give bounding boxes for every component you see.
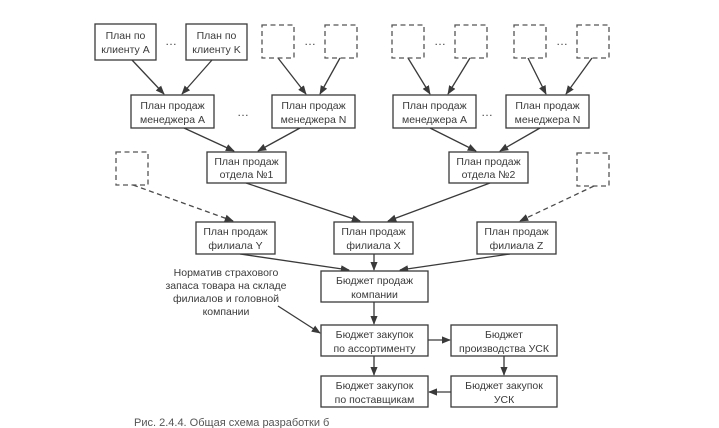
node-mgr2-n: План продаж менеджера N (505, 94, 590, 129)
edge-mgr2-n-to-dept-2 (499, 127, 541, 152)
edge-ph6-to-mgr2-n (565, 57, 593, 95)
edge-ph4-to-mgr2-a (447, 57, 471, 95)
svg-text:План продаж: План продаж (203, 226, 267, 238)
edge-ph2-to-mgr1-n (319, 57, 341, 95)
placeholder-box-2 (324, 24, 358, 59)
edge-mgr2-a-to-dept-2 (429, 127, 477, 152)
ellipsis-clients: … (165, 34, 177, 48)
ellipsis-managers-1: … (237, 105, 249, 119)
svg-text:Бюджет: Бюджет (485, 329, 523, 341)
ellipsis-managers-2: … (481, 105, 493, 119)
svg-text:филиала X: филиала X (346, 240, 400, 252)
edge-client-a-to-mgr1-a (131, 59, 165, 95)
node-branch-z: План продаж филиала Z (476, 221, 557, 255)
node-branch-y: План продаж филиала Y (195, 221, 276, 255)
node-company-sales-budget: Бюджет продаж компании (320, 270, 429, 303)
svg-text:по поставщикам: по поставщикам (335, 394, 415, 406)
svg-text:отдела №1: отдела №1 (220, 169, 274, 181)
node-dept-1: План продаж отдела №1 (206, 151, 287, 184)
svg-text:Бюджет закупок: Бюджет закупок (336, 329, 414, 341)
node-mgr1-n: План продаж менеджера N (271, 94, 356, 129)
svg-text:План продаж: План продаж (341, 226, 405, 238)
placeholder-box-1 (261, 24, 295, 59)
svg-text:План по: План по (106, 30, 146, 42)
node-client-a: План по клиенту A (94, 23, 157, 61)
placeholder-box-5 (513, 24, 547, 59)
placeholders (115, 24, 610, 187)
ellipsis-placeholders-3: … (556, 34, 568, 48)
svg-text:по ассортименту: по ассортименту (333, 343, 416, 355)
svg-text:Норматив страхового: Норматив страхового (174, 267, 279, 279)
svg-text:менеджера N: менеджера N (515, 114, 581, 126)
node-mgr1-a: План продаж менеджера A (130, 94, 215, 129)
svg-text:Бюджет закупок: Бюджет закупок (465, 380, 543, 392)
svg-text:План по: План по (197, 30, 237, 42)
svg-text:компании: компании (351, 289, 398, 301)
edge-mgr1-a-to-dept-1 (183, 127, 235, 152)
node-production-usk: Бюджет производства УСК (450, 324, 558, 357)
edge-ph3-to-mgr2-a (407, 57, 431, 95)
svg-text:План продаж: План продаж (484, 226, 548, 238)
placeholder-box-right (576, 152, 610, 187)
node-purchase-by-assortment: Бюджет закупок по ассортименту (320, 324, 429, 357)
svg-text:План продаж: План продаж (515, 100, 579, 112)
edge-note-to-purchase-assortment (277, 305, 321, 334)
svg-text:План продаж: План продаж (214, 156, 278, 168)
edge-ph-left-to-branch-y (132, 184, 234, 222)
edge-client-k-to-mgr1-a (181, 59, 213, 95)
figure-caption: Рис. 2.4.4. Общая схема разработки б (134, 417, 329, 428)
placeholder-box-6 (576, 24, 610, 59)
svg-text:отдела №2: отдела №2 (462, 169, 516, 181)
node-client-k: План по клиенту K (185, 23, 248, 61)
edge-dept-2-to-branch-x (387, 182, 491, 222)
svg-text:запаса товара на складе: запаса товара на складе (165, 280, 286, 292)
svg-text:филиала Y: филиала Y (208, 240, 262, 252)
svg-text:План продаж: План продаж (456, 156, 520, 168)
node-mgr2-a: План продаж менеджера A (392, 94, 477, 129)
edge-dept-1-to-branch-x (245, 182, 361, 222)
svg-text:клиенту K: клиенту K (192, 44, 240, 56)
node-purchase-by-suppliers: Бюджет закупок по поставщикам (320, 375, 429, 408)
ellipsis-placeholders-2: … (434, 34, 446, 48)
svg-text:Бюджет закупок: Бюджет закупок (336, 380, 414, 392)
svg-text:План продаж: План продаж (281, 100, 345, 112)
ellipsis-placeholders-1: … (304, 34, 316, 48)
edge-ph-right-to-branch-z (519, 185, 595, 222)
placeholder-box-3 (391, 24, 425, 59)
node-purchase-usk: Бюджет закупок УСК (450, 375, 558, 408)
edge-ph1-to-mgr1-n (277, 57, 307, 95)
edge-branch-y-to-company (239, 253, 350, 273)
edge-mgr1-n-to-dept-1 (257, 127, 301, 152)
edge-branch-z-to-company (399, 253, 511, 273)
svg-text:Бюджет продаж: Бюджет продаж (336, 275, 413, 287)
placeholder-box-left (115, 151, 149, 186)
svg-text:менеджера A: менеджера A (140, 114, 205, 126)
svg-text:филиалов и головной: филиалов и головной (173, 293, 279, 305)
svg-text:клиенту A: клиенту A (101, 44, 149, 56)
svg-text:филиала Z: филиала Z (490, 240, 544, 252)
svg-text:менеджера N: менеджера N (281, 114, 347, 126)
svg-text:План продаж: План продаж (402, 100, 466, 112)
node-dept-2: План продаж отдела №2 (448, 151, 529, 184)
placeholder-box-4 (454, 24, 488, 59)
svg-text:производства УСК: производства УСК (459, 343, 550, 355)
svg-text:компании: компании (203, 306, 250, 318)
note-safety-stock: Норматив страхового запаса товара на скл… (165, 267, 286, 318)
ellipses: … … … … … … (165, 34, 568, 119)
svg-text:менеджера A: менеджера A (402, 114, 467, 126)
svg-text:План продаж: План продаж (140, 100, 204, 112)
edge-ph5-to-mgr2-n (527, 57, 547, 95)
svg-text:УСК: УСК (494, 394, 515, 406)
edges (131, 57, 595, 396)
node-branch-x: План продаж филиала X (333, 221, 414, 255)
